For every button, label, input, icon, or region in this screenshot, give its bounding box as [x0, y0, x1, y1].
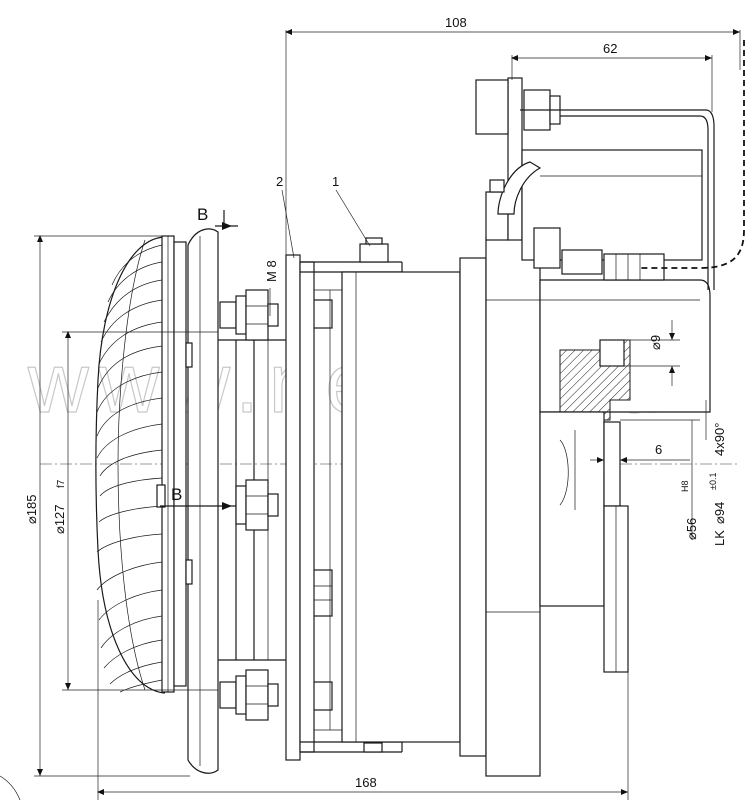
front-disc: [187, 228, 219, 774]
item-label-2: 2: [276, 174, 283, 189]
dim-108-label: 108: [445, 15, 467, 30]
corner-arc: [0, 775, 21, 800]
dim-62: 62: [511, 41, 713, 112]
connector-bracket: [475, 77, 715, 290]
section-b-top: B: [197, 205, 238, 230]
dim-holes-label: 4x90°: [712, 423, 727, 456]
dim-127-label: ⌀127: [52, 504, 67, 534]
dim-62-label: 62: [603, 41, 617, 56]
section-label-b-mid: B: [171, 485, 182, 504]
dim-6: 6: [590, 442, 690, 470]
dim-9: ⌀9: [600, 320, 680, 386]
bolt-assembly-top: [219, 289, 333, 341]
dim-94-label: ⌀94: [712, 502, 727, 524]
item-label-1: 1: [332, 174, 339, 189]
section-label-b-top: B: [197, 205, 208, 224]
dim-185: ⌀185: [24, 235, 190, 777]
dim-127-tolerance: f7: [56, 479, 67, 488]
bolt-assembly-bottom: [219, 669, 333, 721]
item-leaders: 1 2: [276, 174, 371, 259]
section-b-mid: B: [160, 485, 238, 510]
dim-6-label: 6: [655, 442, 662, 457]
mounting-plate: [285, 237, 403, 761]
dim-94-tolerance: ±0.1: [708, 473, 718, 490]
cable-dashed: [640, 40, 745, 269]
dim-185-label: ⌀185: [24, 494, 39, 524]
dim-168-label: 168: [355, 775, 377, 790]
dim-108: 108: [285, 15, 741, 255]
fan-impeller: [95, 235, 187, 694]
dim-94: LK ⌀94 ±0.1 4x90°: [705, 400, 727, 546]
dim-127: ⌀127 f7: [52, 331, 218, 691]
dim-56-label: ⌀56: [684, 518, 699, 540]
dim-m8-label: M 8: [264, 260, 279, 282]
coil-housing: [341, 237, 711, 777]
dim-56-tolerance: H8: [680, 480, 690, 492]
dim-lk-label: LK: [712, 530, 727, 546]
dim-56: ⌀56 H8: [620, 419, 700, 540]
dim-168: 168: [97, 600, 629, 800]
dim-9-label: ⌀9: [648, 335, 663, 350]
